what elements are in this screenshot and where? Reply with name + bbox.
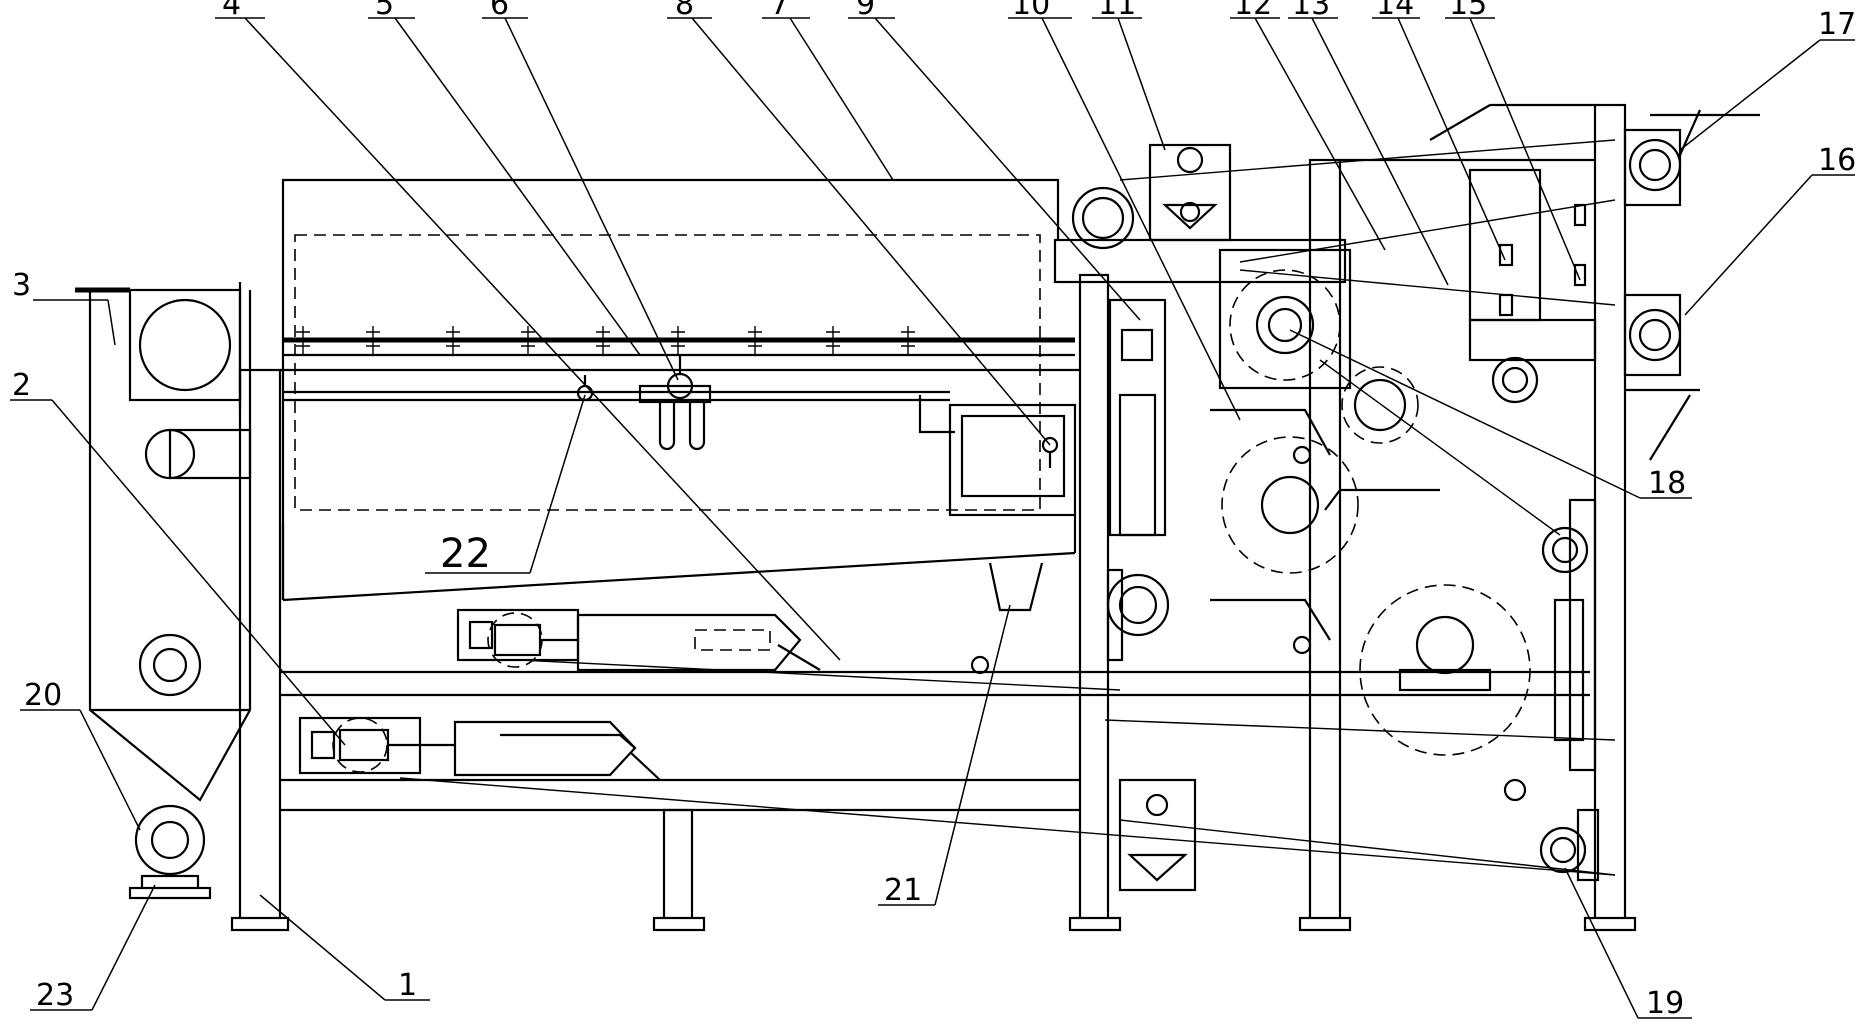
- label-19: 19: [1646, 986, 1684, 1021]
- discharge-rollers: [1539, 109, 1760, 882]
- label-20: 20: [24, 678, 62, 713]
- label-4: 4: [222, 0, 241, 22]
- leader-lines: [10, 17, 1855, 1019]
- label-22: 22: [440, 531, 491, 577]
- label-18: 18: [1648, 466, 1686, 501]
- label-5: 5: [375, 0, 394, 22]
- label-21: 21: [884, 873, 922, 908]
- middle-stand: [1053, 186, 1347, 932]
- upper-tension-cylinder: [456, 608, 821, 672]
- label-14: 14: [1376, 0, 1414, 22]
- lower-tension-cylinder: [298, 716, 661, 781]
- press-rollers: [399, 103, 1637, 932]
- label-16: 16: [1818, 143, 1856, 178]
- label-11: 11: [1098, 0, 1136, 22]
- label-6: 6: [490, 0, 509, 22]
- discharge-pump: [128, 804, 212, 900]
- label-8: 8: [675, 0, 694, 22]
- label-2: 2: [12, 368, 31, 403]
- label-1: 1: [398, 968, 417, 1003]
- label-15: 15: [1449, 0, 1487, 22]
- main-frame: [230, 368, 1590, 932]
- distribution-box: [1148, 143, 1232, 242]
- label-9: 9: [856, 0, 875, 22]
- label-7: 7: [770, 0, 789, 22]
- label-3: 3: [12, 268, 31, 303]
- label-17: 17: [1818, 7, 1856, 42]
- label-12: 12: [1234, 0, 1272, 22]
- callout-labels: 1 2 3 4 5 6 7 8 9 10 11 12 13 14 15 16 1…: [12, 0, 1856, 1021]
- label-10: 10: [1012, 0, 1050, 22]
- gravity-drainage-section: [281, 178, 1077, 612]
- mixing-tank: [75, 282, 252, 802]
- label-13: 13: [1292, 0, 1330, 22]
- label-23: 23: [36, 978, 74, 1013]
